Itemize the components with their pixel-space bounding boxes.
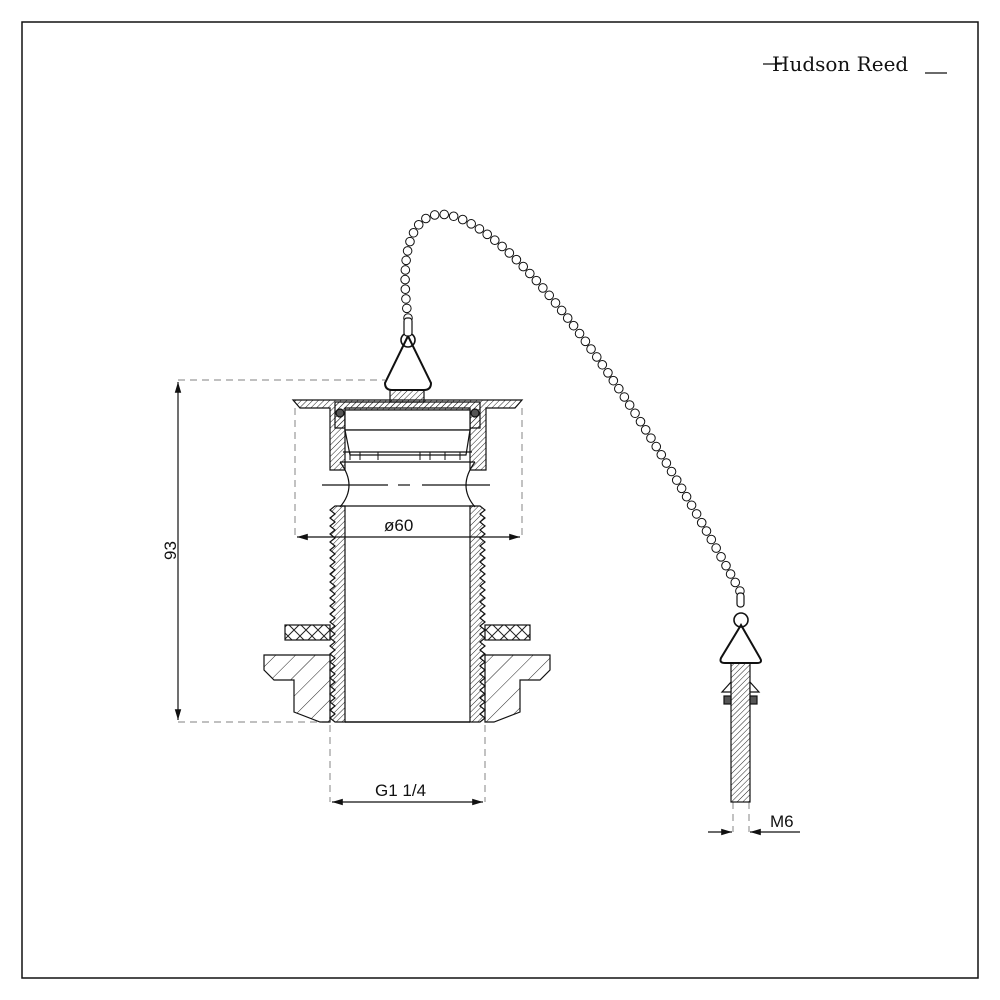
chain-bead <box>402 303 412 314</box>
chain-bead <box>730 577 741 588</box>
chain-bead <box>635 416 646 427</box>
chain-bead <box>725 569 736 579</box>
chain-bead <box>511 254 522 265</box>
chain-bead <box>538 283 548 293</box>
chain-bead <box>497 241 507 252</box>
chain-bead <box>580 336 591 347</box>
chain-bead <box>696 517 707 528</box>
chain-bead <box>482 229 492 240</box>
chain-bead <box>457 214 468 225</box>
ball-chain <box>400 209 745 596</box>
waste-body <box>263 317 551 723</box>
chain-bead <box>614 383 624 394</box>
chain-bead <box>421 213 431 224</box>
chain-bead <box>608 375 619 386</box>
chain-bead <box>597 359 608 370</box>
chain-bead <box>556 305 567 316</box>
chain-bead <box>531 275 542 286</box>
chain-bead <box>640 425 651 435</box>
plug-slots <box>349 452 461 460</box>
chain-bead <box>716 552 726 562</box>
chain-bead <box>405 236 415 247</box>
dimension-lines <box>174 382 800 836</box>
chain-bead <box>400 274 410 285</box>
chain-bead <box>466 219 476 229</box>
chain-bead <box>630 408 640 419</box>
chain-bead <box>686 500 697 511</box>
thread-dimension-label: G1 1/4 <box>375 781 426 800</box>
chain-bead <box>525 268 535 279</box>
chain-bead <box>721 560 731 571</box>
chain-bead <box>413 219 424 230</box>
chain-bead <box>504 248 515 258</box>
chain-bead <box>661 458 672 468</box>
chain-bead <box>656 449 667 460</box>
chain-bead <box>619 392 630 402</box>
chain-bead <box>586 344 596 354</box>
frame-border <box>21 21 979 979</box>
plug-rod <box>719 592 762 803</box>
height-dimension-label: 93 <box>161 541 180 560</box>
chain-bead <box>402 246 413 256</box>
chain-bead <box>681 491 692 502</box>
chain-bead <box>408 227 419 238</box>
chain-bead <box>401 294 411 304</box>
chain-bead <box>666 466 677 477</box>
chain-bead <box>711 543 721 553</box>
chain-bead <box>706 534 717 545</box>
chain-bead <box>676 483 687 494</box>
chain-bead <box>691 509 702 519</box>
chain-bead <box>550 298 561 308</box>
chain-bead <box>568 320 579 331</box>
chain-bead <box>448 211 459 222</box>
chain-bead <box>591 352 602 362</box>
hudson-reed-logo: Hudson Reed <box>763 52 947 76</box>
chain-bead <box>429 210 440 220</box>
plug-thread-label: M6 <box>770 812 794 831</box>
chain-bead <box>562 313 573 323</box>
chain-bead <box>651 441 662 452</box>
chain-bead <box>646 433 656 443</box>
chain-bead <box>603 368 613 378</box>
svg-text:Hudson Reed: Hudson Reed <box>772 52 908 76</box>
chain-bead <box>701 526 712 536</box>
extension-lines <box>178 379 750 832</box>
diameter-dimension-label: ø60 <box>384 516 413 535</box>
chain-bead <box>400 284 411 294</box>
chain-bead <box>574 328 585 339</box>
chain-bead <box>624 400 635 410</box>
chain-bead <box>544 290 555 301</box>
chain-bead <box>489 235 500 246</box>
chain-bead <box>400 265 411 275</box>
chain-bead <box>671 475 682 485</box>
chain-bead <box>401 255 411 266</box>
chain-bead <box>518 261 529 272</box>
chain-bead <box>474 224 485 234</box>
chain-bead <box>439 209 450 220</box>
